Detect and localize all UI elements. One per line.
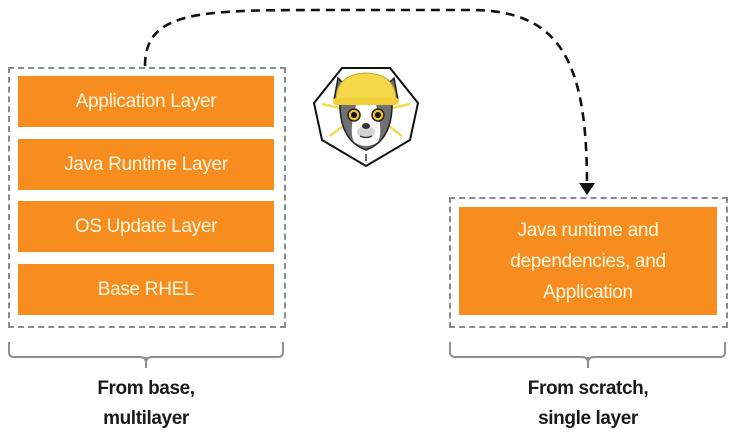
right-image-container <box>449 197 728 328</box>
right-caption-line1: From scratch, <box>527 378 649 399</box>
quarkus-dog-hardhat-icon <box>312 67 420 168</box>
left-caption-line1: From base, <box>97 378 195 399</box>
right-caption: From scratch, single layer <box>488 374 688 434</box>
layer-label: Base RHEL <box>97 278 195 300</box>
arrow-head-icon <box>579 183 595 195</box>
layer-single: Java runtime and dependencies, and Appli… <box>459 207 717 315</box>
layer-java-runtime: Java Runtime Layer <box>18 139 274 190</box>
layer-line: Java runtime and <box>517 219 659 241</box>
layer-line: Application <box>543 281 633 303</box>
left-caption-line2: multilayer <box>103 408 189 429</box>
left-image-container <box>8 67 286 328</box>
layer-line: dependencies, and <box>510 250 666 272</box>
layer-label: Java Runtime Layer <box>64 153 228 175</box>
layer-application: Application Layer <box>18 76 274 127</box>
layer-label: Application Layer <box>75 90 217 112</box>
left-caption: From base, multilayer <box>46 374 246 434</box>
layer-label: OS Update Layer <box>74 215 218 237</box>
layer-base-rhel: Base RHEL <box>18 264 274 315</box>
right-caption-line2: single layer <box>538 408 638 429</box>
layer-os-update: OS Update Layer <box>18 201 274 252</box>
dashed-arrow <box>143 8 589 186</box>
